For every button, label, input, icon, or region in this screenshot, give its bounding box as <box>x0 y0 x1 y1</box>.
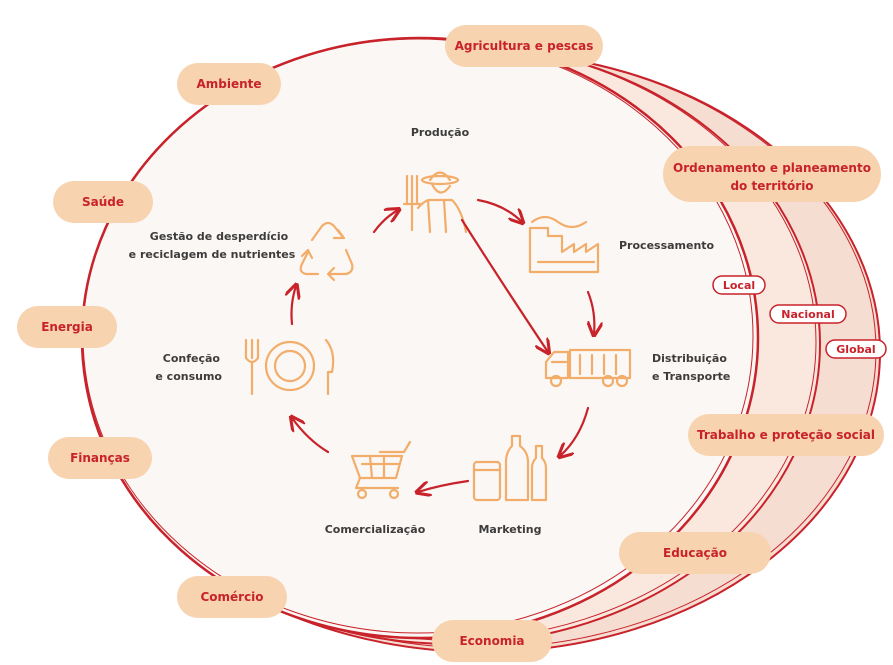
arrow-processamento-distribuicao <box>588 290 594 334</box>
scale-label-local: Local <box>712 275 766 295</box>
step-gestao-line1: Gestão de desperdício <box>150 230 289 243</box>
scale-label-global: Global <box>825 339 887 359</box>
svg-text:Economia: Economia <box>459 634 524 648</box>
factory-icon <box>528 215 600 274</box>
step-producao: Produção <box>411 126 470 139</box>
arrow-gestao-producao <box>372 210 398 234</box>
farmer-icon <box>402 171 468 234</box>
svg-text:Global: Global <box>836 343 875 356</box>
cycle-arrows <box>292 198 595 492</box>
sector-ambiente: Ambiente <box>177 63 281 105</box>
sector-saude: Saúde <box>53 181 153 223</box>
scale-label-nacional: Nacional <box>769 304 847 324</box>
svg-text:Agricultura e pescas: Agricultura e pescas <box>455 39 594 53</box>
step-confecao-line2: e consumo <box>155 370 222 383</box>
svg-text:do território: do território <box>730 179 813 193</box>
step-marketing: Marketing <box>478 523 541 536</box>
arrow-distribuicao-marketing <box>560 406 590 456</box>
svg-text:Trabalho e proteção social: Trabalho e proteção social <box>697 428 875 442</box>
sector-energia: Energia <box>17 306 117 348</box>
sector-comercio: Comércio <box>177 576 287 618</box>
sector-agricultura-e-pescas: Agricultura e pescas <box>445 25 603 67</box>
step-distribuicao-line2: e Transporte <box>652 370 730 383</box>
sector-educacao: Educação <box>619 532 771 574</box>
svg-text:Nacional: Nacional <box>781 308 835 321</box>
svg-text:Comércio: Comércio <box>200 590 263 604</box>
svg-text:Saúde: Saúde <box>82 195 124 209</box>
svg-text:Energia: Energia <box>41 320 93 334</box>
step-processamento: Processamento <box>619 239 715 252</box>
step-gestao-line2: e reciclagem de nutrientes <box>129 248 296 261</box>
step-comercializacao: Comercialização <box>325 523 426 536</box>
sector-ordenamento-territorio: Ordenamento e planeamento do território <box>663 146 881 202</box>
sector-trabalho-e-protecao-social: Trabalho e proteção social <box>688 414 884 456</box>
arrow-producao-distribuicao <box>460 218 548 352</box>
sector-financas: Finanças <box>48 437 152 479</box>
truck-icon <box>544 348 632 388</box>
svg-text:Educação: Educação <box>663 546 727 560</box>
arrow-confecao-gestao <box>292 286 297 326</box>
step-confecao-line1: Confeção <box>163 352 221 365</box>
arrow-comercializacao-confecao <box>292 418 330 454</box>
svg-text:Ordenamento e planeamento: Ordenamento e planeamento <box>673 161 871 175</box>
svg-text:Finanças: Finanças <box>70 451 130 465</box>
step-distribuicao-line1: Distribuição <box>652 352 727 365</box>
arrow-producao-processamento <box>476 198 522 222</box>
cart-icon <box>350 440 412 500</box>
recycle-icon <box>299 221 354 282</box>
bottles-icon <box>472 434 548 502</box>
plate-cutlery-icon <box>244 338 335 396</box>
arrow-marketing-comercializacao <box>418 479 470 492</box>
svg-text:Ambiente: Ambiente <box>196 77 261 91</box>
svg-text:Local: Local <box>723 279 755 292</box>
sector-economia: Economia <box>432 620 552 662</box>
